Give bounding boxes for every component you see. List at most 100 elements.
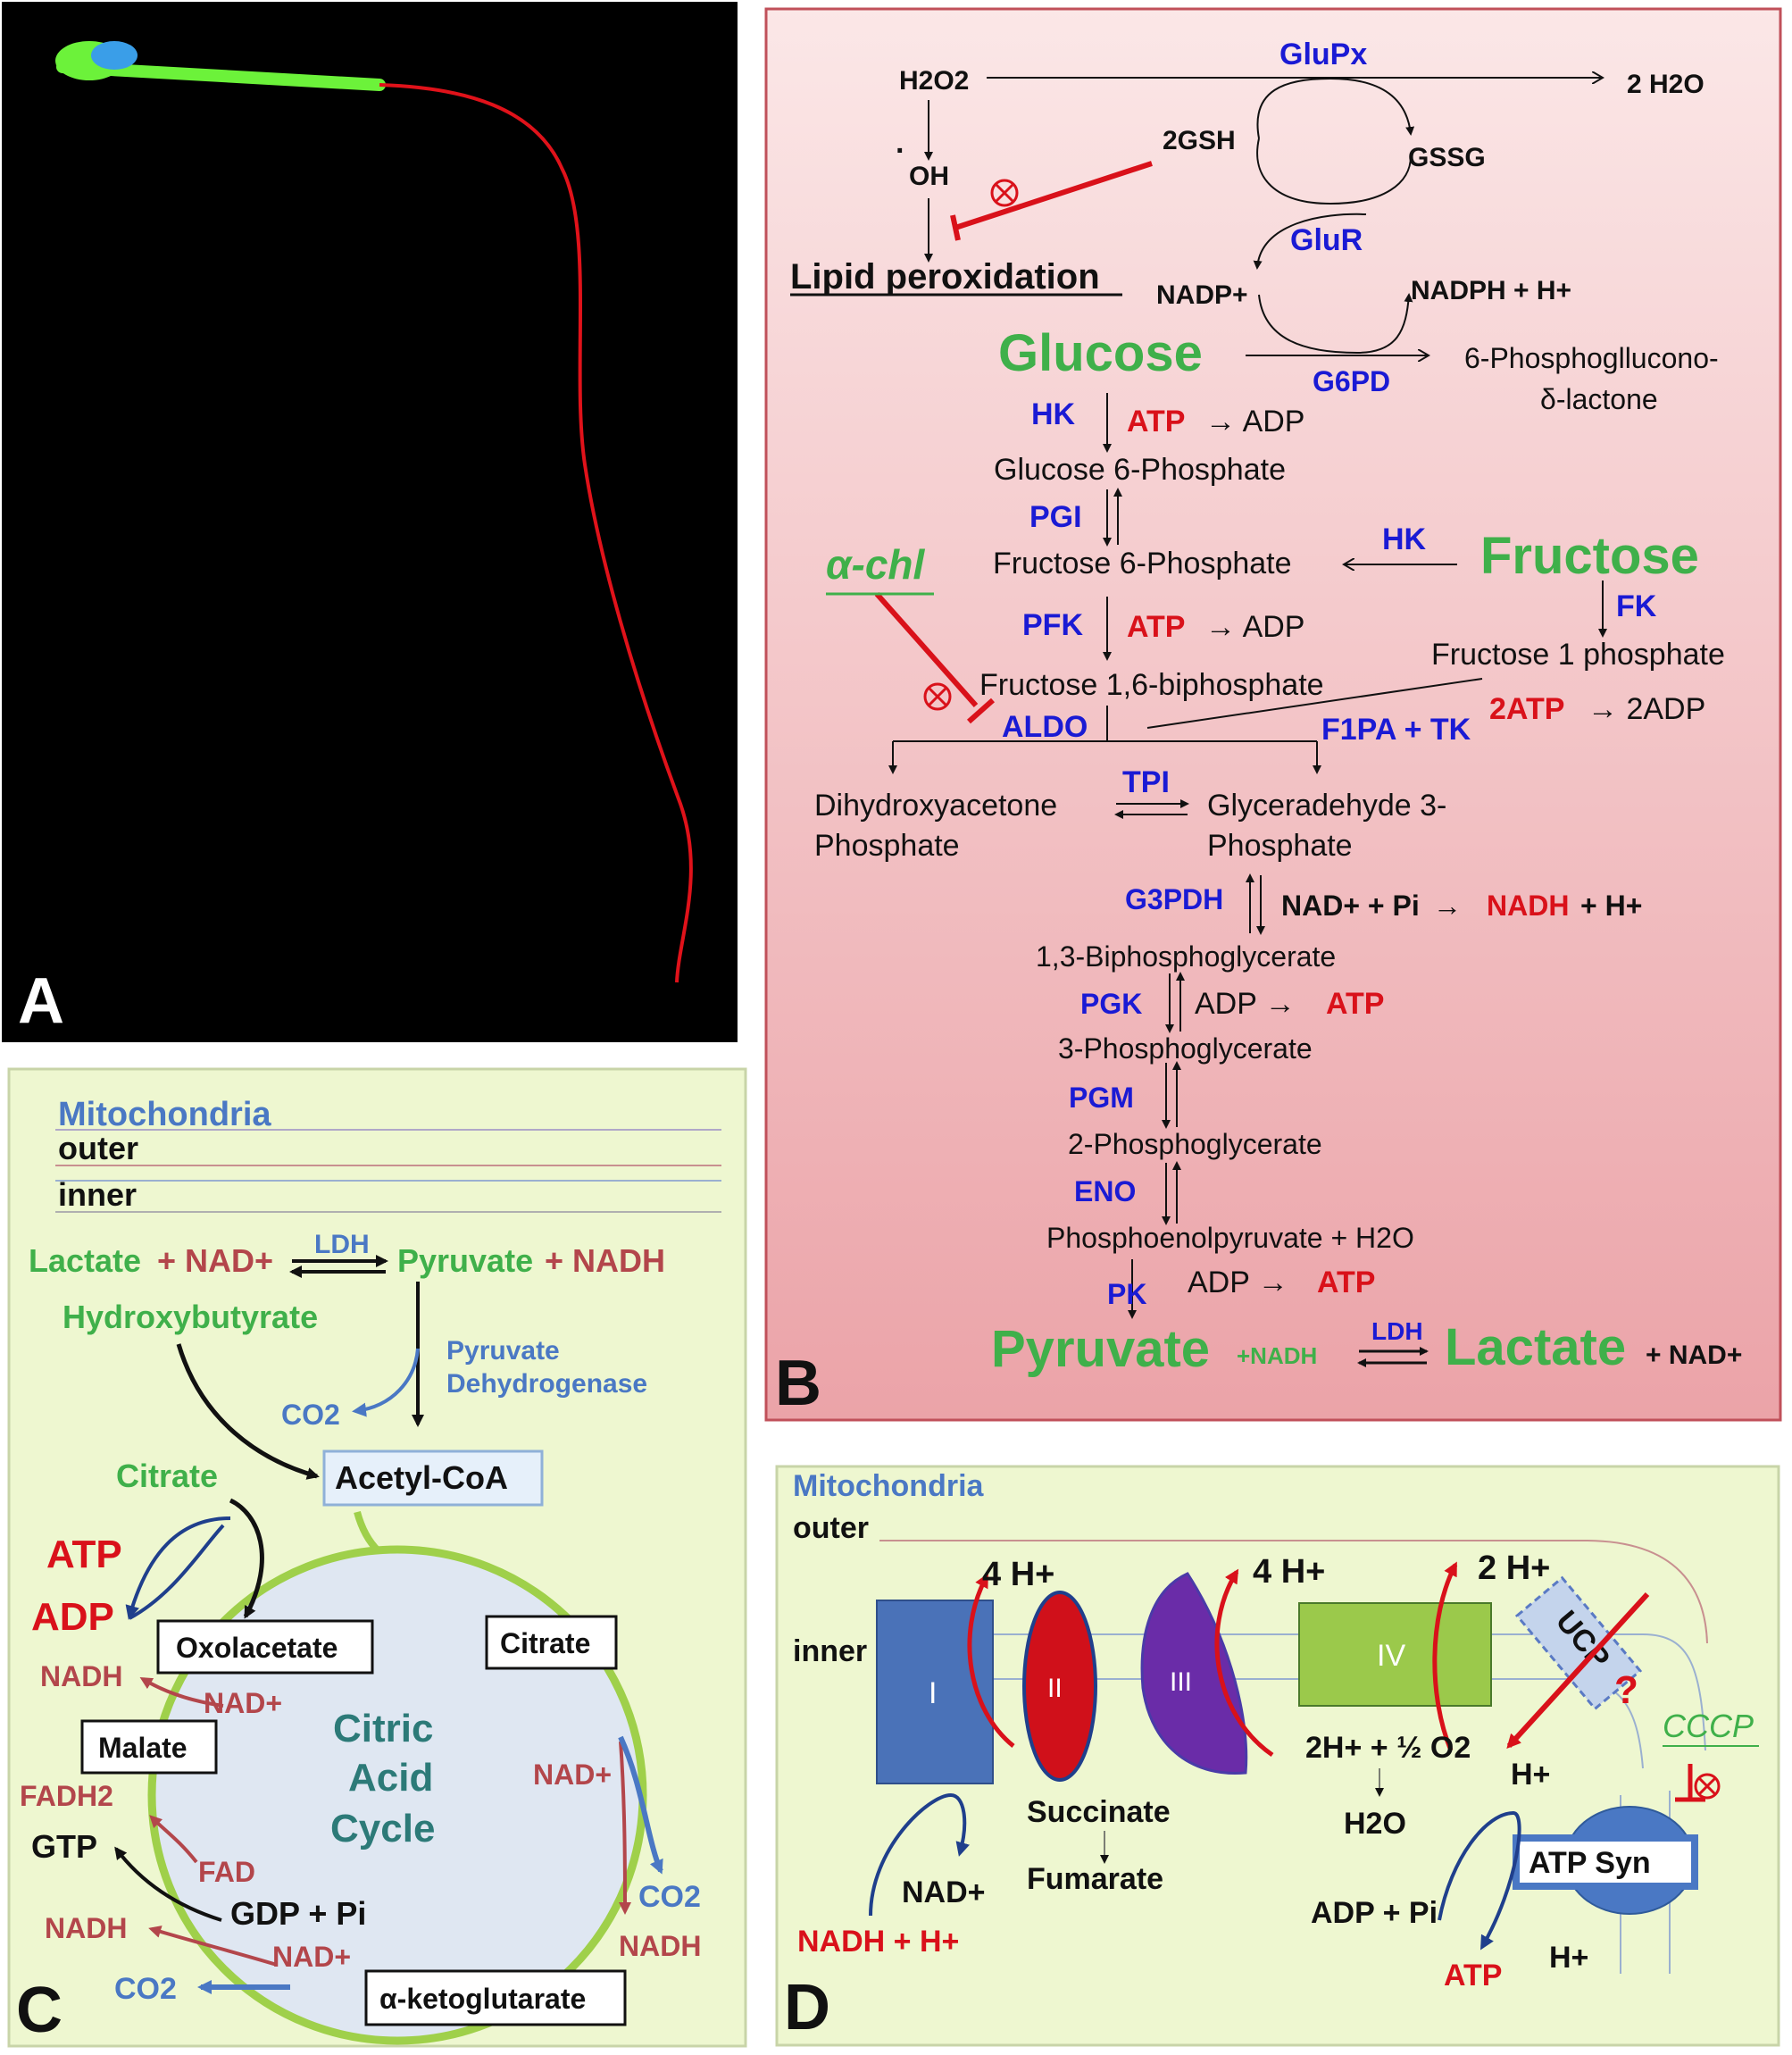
glur-label: GluR — [1290, 223, 1363, 257]
protons-4-label-b: 4 H+ — [1253, 1553, 1325, 1591]
outer-label-c: outer — [58, 1130, 138, 1166]
seedling-root — [379, 83, 693, 983]
co2-label-right: CO2 — [638, 1880, 701, 1914]
pep-label: Phosphoenolpyruvate + H2O — [1046, 1222, 1414, 1254]
pdh-label-1: Pyruvate — [446, 1336, 560, 1366]
f6p-label: Fructose 6-Phosphate — [993, 547, 1292, 581]
nad-label-c3: NAD+ — [272, 1941, 351, 1973]
h2o-product-label: 2 H2O — [1627, 70, 1704, 99]
protons-2-label: 2 H+ — [1478, 1550, 1550, 1587]
panel-a-background — [2, 2, 738, 1042]
pfk-label: PFK — [1022, 608, 1083, 642]
co2-arrow-right — [618, 1735, 663, 1875]
tpi-label: TPI — [1122, 765, 1170, 799]
atp-label-c: ATP — [46, 1533, 122, 1576]
pk-label: PK — [1107, 1278, 1146, 1310]
phosphoglucono-label-2: δ-lactone — [1540, 383, 1658, 415]
panel-d-label: D — [784, 1972, 830, 2043]
hydroxybutyrate-label: Hydroxybutyrate — [63, 1299, 318, 1335]
citrate-to-oxaloacetate-arrow — [229, 1498, 264, 1619]
gsh-label: 2GSH — [1163, 126, 1236, 155]
adp-label-2x: → 2ADP — [1588, 692, 1705, 726]
gsh-cycle-bottom-line — [1256, 138, 1412, 205]
ldh-label-b: LDH — [1371, 1317, 1423, 1345]
complex-iii — [1140, 1572, 1248, 1775]
seedling-tip-blue — [91, 41, 138, 70]
atp-label-2: ATP — [1127, 610, 1185, 644]
mitochondria-label-d: Mitochondria — [793, 1469, 985, 1503]
complex-iv — [1298, 1602, 1492, 1707]
dhap-label-1: Dihydroxyacetone — [814, 789, 1057, 823]
adp-label-c: ADP — [31, 1595, 114, 1639]
nadh-label: NADH — [1487, 890, 1569, 922]
atp-syn-label: ATP Syn — [1529, 1846, 1651, 1880]
ucp-question-mark: ? — [1614, 1668, 1638, 1712]
inhibition-symbol-cross — [927, 686, 948, 707]
protons-4-label-a: 4 H+ — [982, 1556, 1054, 1593]
lactate-label: Lactate — [1445, 1318, 1626, 1376]
inhibition-symbol-icon — [923, 682, 952, 711]
achl-inhibition-line — [874, 592, 979, 707]
nad-label-c2: NAD+ — [533, 1758, 612, 1791]
panel-b: H2O2 GluPx 2 H2O 2GSH GSSG · OH Lipid pe… — [764, 7, 1782, 1422]
succinate-label: Succinate — [1027, 1795, 1171, 1829]
nadp-label: NADP+ — [1156, 280, 1248, 310]
pg2-label: 2-Phosphoglycerate — [1068, 1128, 1322, 1160]
atp-syn-box — [1513, 1834, 1698, 1890]
nad-pi-label: NAD+ + Pi — [1281, 890, 1420, 922]
complex-ii — [1022, 1591, 1097, 1782]
radical-dot: · — [896, 134, 905, 168]
inhibition-symbol-icon — [1694, 1773, 1721, 1800]
gdp-pi-label: GDP + Pi — [230, 1895, 366, 1932]
o2-reaction-label: 2H+ + ½ O2 — [1305, 1731, 1471, 1765]
citric-acid-cycle-label-2: Acid — [348, 1756, 433, 1800]
citric-acid-cycle-label-3: Cycle — [330, 1807, 435, 1850]
atp-label-4: ATP — [1317, 1266, 1375, 1299]
atp-synthesis-arrow — [1438, 1810, 1521, 1951]
adp-label-4: ADP → — [1188, 1266, 1288, 1299]
h-plus-leak-label: H+ — [1511, 1758, 1550, 1792]
atp-label-2x: 2ATP — [1489, 692, 1564, 726]
gap-label-2: Phosphate — [1207, 829, 1353, 863]
pdh-label-2: Dehydrogenase — [446, 1369, 647, 1399]
citric-acid-cycle-label-1: Citric — [333, 1707, 433, 1750]
eno-label: ENO — [1074, 1175, 1136, 1207]
proton-pump-arrow-iv — [1432, 1561, 1458, 1751]
atp-adp-return — [129, 1524, 225, 1620]
panel-c-label: C — [16, 1975, 63, 2046]
fad-to-fadh2-arrow — [149, 1815, 198, 1864]
adp-label-2: → ADP — [1205, 610, 1304, 644]
mitochondria-label-c: Mitochondria — [58, 1096, 271, 1133]
hk-fructose-label: HK — [1382, 522, 1427, 556]
g6pd-label: G6PD — [1313, 365, 1390, 397]
citrate-box — [485, 1615, 618, 1670]
nadph-label: NADPH + H+ — [1411, 276, 1571, 305]
gsh-inhibition-line — [954, 161, 1153, 230]
f1p-label: Fructose 1 phosphate — [1431, 638, 1725, 672]
akg-label: α-ketoglutarate — [379, 1983, 586, 2015]
complex-i-label: I — [929, 1676, 937, 1710]
proton-pump-arrow-iii — [1214, 1568, 1274, 1758]
co2-label-bottom: CO2 — [114, 1972, 177, 2006]
malate-label: Malate — [98, 1732, 188, 1764]
nadh-arrow-glyph: → — [1433, 890, 1462, 922]
pyruvate-label: Pyruvate — [991, 1320, 1210, 1378]
co2-label-c: CO2 — [281, 1399, 340, 1431]
gtp-label: GTP — [31, 1828, 97, 1865]
aldo-label: ALDO — [1002, 710, 1088, 744]
h-plus-label: + H+ — [1580, 890, 1642, 922]
f16bp-label: Fructose 1,6-biphosphate — [979, 668, 1324, 702]
achl-inhibition-bar — [967, 698, 995, 724]
adp-label-3: ADP → — [1195, 987, 1296, 1021]
gap-label-1: Glyceradehyde 3- — [1207, 789, 1446, 823]
inner-label-d: inner — [793, 1634, 867, 1668]
nadh-label-c2: NADH — [45, 1912, 127, 1944]
gdp-to-gtp-arrow — [114, 1846, 222, 1922]
nad-plus-label: + NAD+ — [1646, 1341, 1742, 1370]
g6p-label: Glucose 6-Phosphate — [994, 453, 1286, 487]
inhibition-symbol-cross — [1697, 1776, 1717, 1796]
fructose-label: Fructose — [1480, 527, 1699, 585]
h2o-label-d: H2O — [1344, 1807, 1406, 1841]
nad-label-c: + NAD+ — [157, 1242, 273, 1279]
lactate-label-c: Lactate — [29, 1242, 141, 1279]
